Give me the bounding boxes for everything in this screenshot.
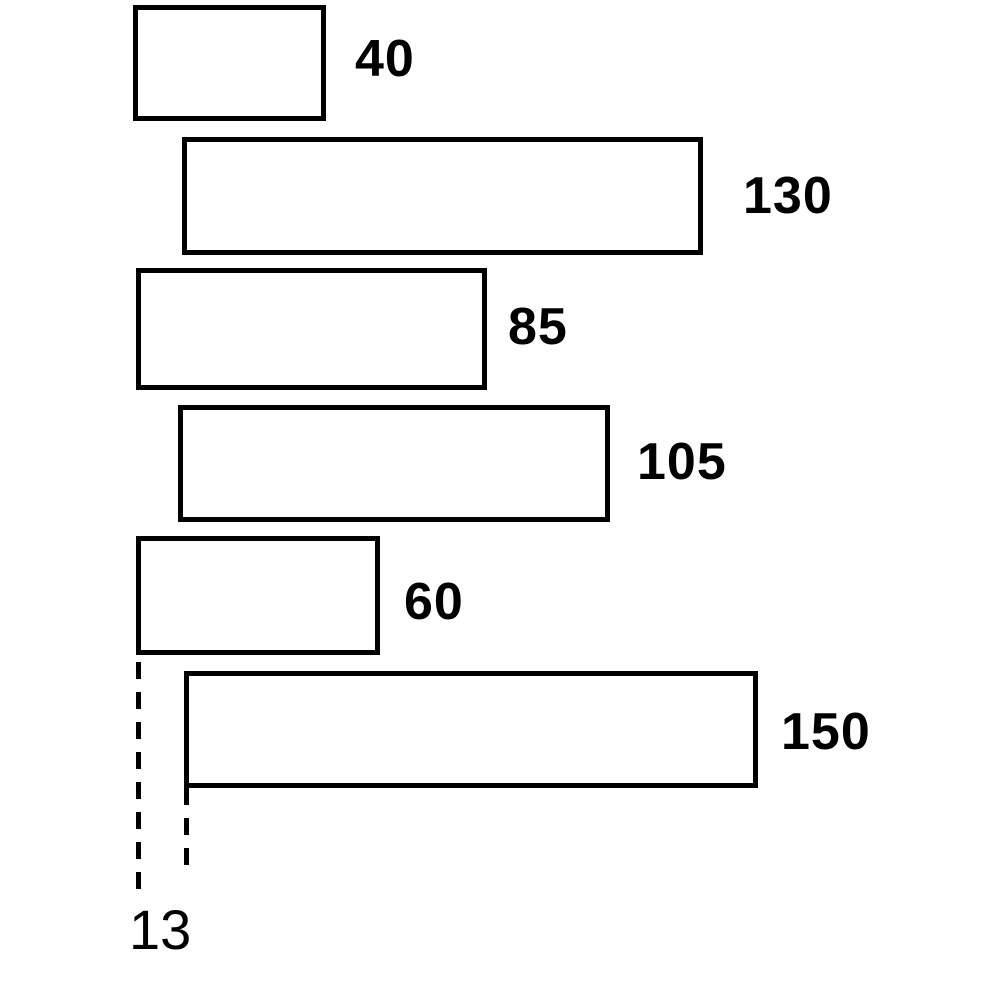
bar-value-label-40: 40 (355, 30, 415, 88)
dashed-guide-line-right (184, 788, 189, 875)
bar-rect-150 (184, 671, 758, 788)
bar-value-label-85: 85 (508, 298, 568, 356)
bar-value-label-150: 150 (781, 703, 871, 761)
bar-rect-105 (178, 405, 610, 522)
dashed-guide-line-left (136, 662, 141, 890)
offset-annotation-label: 13 (129, 898, 192, 961)
bar-value-label-60: 60 (404, 573, 464, 631)
bar-rect-85 (136, 268, 487, 390)
bar-rect-60 (136, 536, 380, 655)
bar-rect-40 (133, 5, 326, 121)
bar-value-label-130: 130 (743, 167, 833, 225)
bar-rect-130 (182, 137, 703, 255)
bar-value-label-105: 105 (637, 433, 727, 491)
